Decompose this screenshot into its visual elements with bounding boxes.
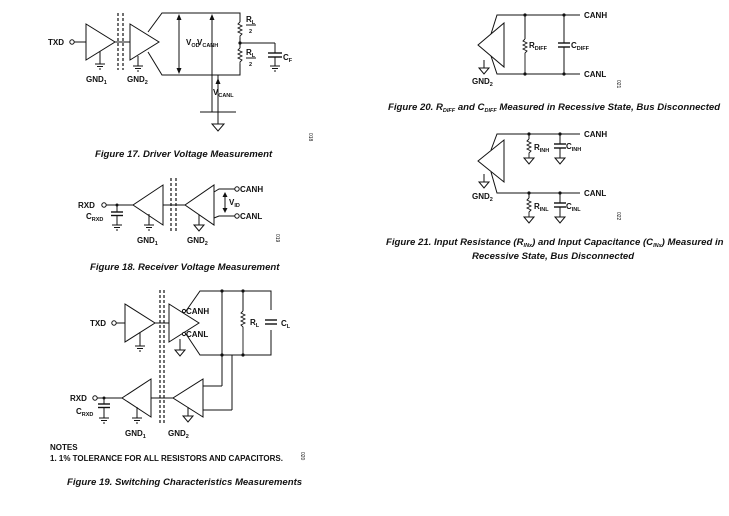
can-driver-amplifier	[477, 138, 505, 184]
can-driver-amplifier	[129, 23, 160, 61]
figure-20-rdiff-cdiff: RDIFF CDIFF CANH CANL GND2 021 Figure 20…	[388, 11, 721, 114]
ground-symbol	[99, 417, 109, 424]
rxd-label: RXD	[70, 394, 87, 403]
resistor-rinh	[525, 138, 533, 158]
notes-line: 1. 1% TOLERANCE FOR ALL RESISTORS AND CA…	[50, 454, 283, 463]
ground-symbol	[144, 224, 154, 231]
ground-triangle-symbol	[522, 216, 536, 224]
ground-symbol	[270, 65, 280, 72]
crxd-label: CRXD	[86, 212, 103, 223]
figure-18-receiver-voltage: RXD CRXD CANH CANL VID GND1 GND2	[78, 178, 280, 273]
canl-label: CANL	[186, 330, 208, 339]
ground-triangle-symbol	[181, 415, 195, 423]
ground-symbol	[112, 224, 122, 231]
ground-triangle-symbol	[477, 181, 491, 189]
figure-20-caption: Figure 20. RDIFF and CDIFF Measured in R…	[388, 102, 721, 114]
gnd2-label: GND2	[472, 192, 493, 203]
rxd-label: RXD	[78, 201, 95, 210]
canl-wire	[490, 55, 580, 75]
canh-wire	[490, 133, 580, 151]
figure-code: 020	[299, 452, 305, 461]
canl-label: CANL	[584, 189, 606, 198]
figure-code: 022	[615, 212, 621, 221]
can-driver-amplifier	[477, 21, 505, 69]
gnd1-label: GND1	[137, 236, 158, 247]
cdiff-label: CDIFF	[571, 41, 590, 52]
vod-label: VOD	[186, 38, 200, 49]
isolated-receiver-amplifier	[132, 184, 164, 226]
cl-label: CL	[281, 319, 291, 330]
rl-half-denominator-bottom: 2	[249, 62, 252, 68]
rl-half-label-bottom: RL	[246, 48, 256, 59]
txd-pin	[69, 39, 75, 45]
txd-label: TXD	[90, 319, 106, 328]
ground-triangle-symbol	[477, 67, 491, 75]
figure-21-caption-line2: Recessive State, Bus Disconnected	[472, 251, 635, 262]
ground-symbol	[132, 417, 142, 424]
figure-code: 019	[274, 234, 280, 243]
gnd2-label: GND2	[187, 236, 208, 247]
canl-wire	[147, 51, 241, 76]
cinl-label: CINL	[566, 202, 581, 213]
rdiff-label: RDIFF	[529, 41, 548, 52]
canh-label: CANH	[584, 130, 607, 139]
gnd2-label: GND2	[168, 429, 189, 440]
figure-19-switching-characteristics: TXD CANH CANL RL CL RXD	[50, 289, 305, 488]
rl-half-denominator-top: 2	[249, 29, 252, 35]
figure-17-driver-voltage: TXD GND1 GND2 RL 2	[48, 12, 313, 160]
ground-triangle-symbol	[173, 349, 187, 357]
figure-17-caption: Figure 17. Driver Voltage Measurement	[95, 149, 273, 160]
resistor-rl-half-top	[236, 21, 244, 38]
canh-label: CANH	[240, 185, 263, 194]
vcanh-label: VCANH	[197, 38, 218, 49]
ground-triangle-symbol	[522, 157, 536, 165]
rinl-label: RINL	[534, 202, 549, 213]
canl-label: CANL	[240, 212, 262, 221]
txd-label: TXD	[48, 38, 64, 47]
gnd1-label: GND1	[86, 75, 107, 86]
ground-symbol	[95, 63, 105, 70]
canl-wire	[185, 330, 272, 356]
canl-label: CANL	[584, 70, 606, 79]
figure-18-caption: Figure 18. Receiver Voltage Measurement	[90, 262, 280, 273]
figure-21-input-resistance: RINH CINH RINL CINL CANH CANL GND2 022 F…	[386, 130, 724, 262]
ground-triangle-symbol	[553, 157, 567, 165]
ground-symbol	[133, 65, 143, 72]
canh-wire	[185, 290, 272, 312]
canh-wire	[147, 12, 241, 33]
figure-code: 021	[615, 80, 621, 89]
rl-label: RL	[250, 318, 260, 329]
rinh-label: RINH	[534, 143, 549, 154]
figure-19-caption: Figure 19. Switching Characteristics Mea…	[67, 477, 302, 488]
vcanl-label: VCANL	[213, 88, 234, 99]
resistor-rl-half-bottom	[236, 47, 244, 64]
vid-label: VID	[229, 198, 240, 209]
figure-21-caption-line1: Figure 21. Input Resistance (RINx) and I…	[386, 237, 724, 249]
ground-triangle-symbol	[192, 224, 206, 232]
resistor-rdiff	[521, 38, 529, 74]
ground-symbol	[135, 345, 145, 352]
resistor-rinl	[525, 197, 533, 217]
gnd2-label: GND2	[472, 77, 493, 88]
gnd2-label: GND2	[127, 75, 148, 86]
resistor-rl	[239, 310, 247, 355]
ground-triangle-symbol	[210, 123, 226, 132]
rl-half-label-top: RL	[246, 15, 256, 26]
canh-label: CANH	[186, 307, 209, 316]
cf-label: CF	[283, 53, 293, 64]
canh-label: CANH	[584, 11, 607, 20]
cinh-label: CINH	[566, 142, 581, 153]
gnd1-label: GND1	[125, 429, 146, 440]
ground-triangle-symbol	[553, 216, 567, 224]
crxd-label: CRXD	[76, 407, 93, 418]
canh-wire	[490, 14, 580, 35]
figure-code: 018	[307, 133, 313, 142]
canl-wire	[490, 171, 580, 194]
notes-title: NOTES	[50, 443, 78, 452]
